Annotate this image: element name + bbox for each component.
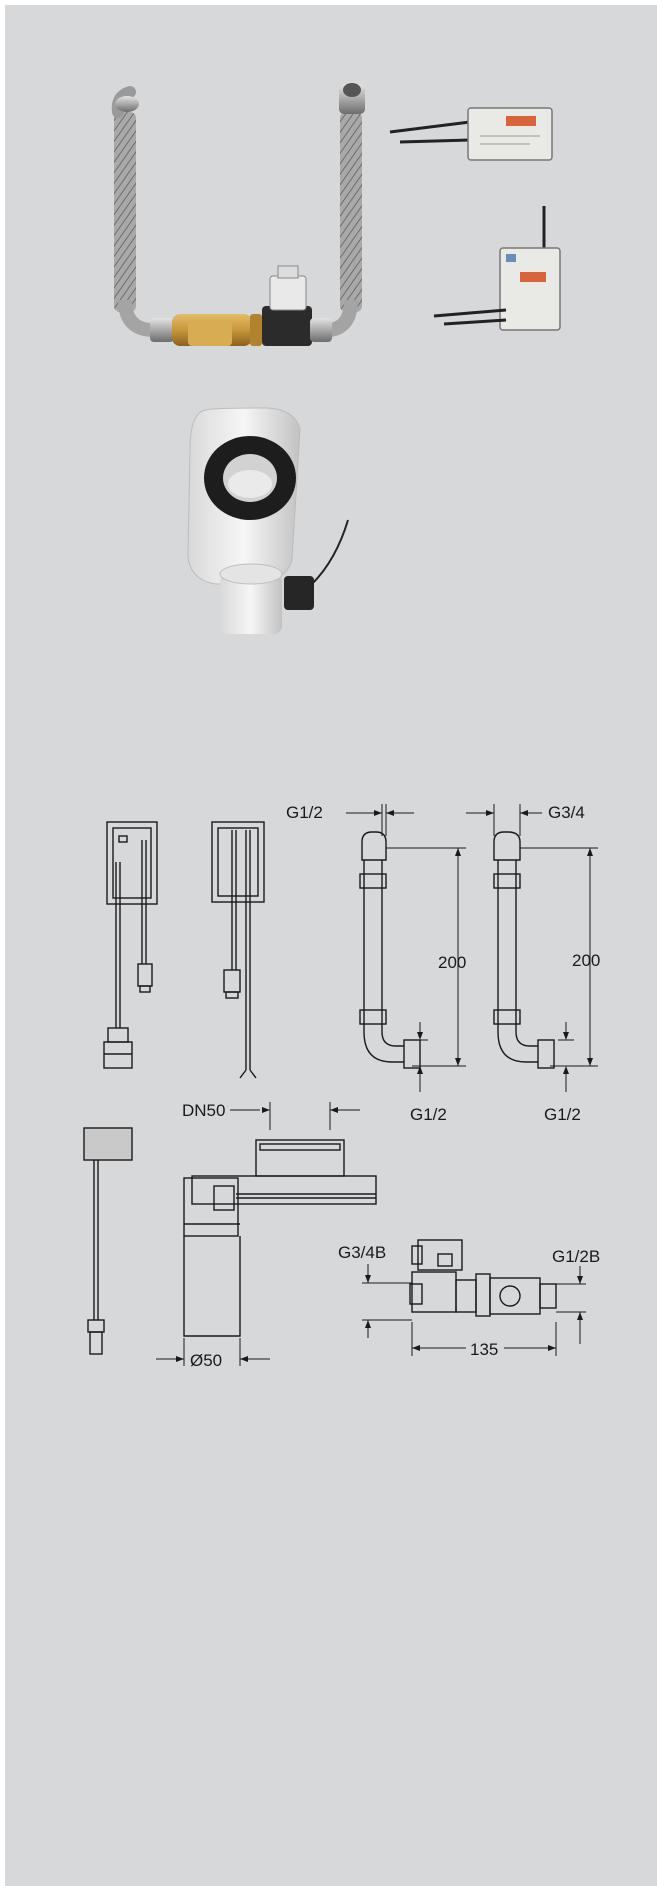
label-bottom-thread-right: G1/2: [544, 1105, 581, 1124]
label-valve-inlet: G3/4B: [338, 1243, 386, 1262]
dimension-arrowheads: [176, 810, 593, 1362]
trap-drawing: [183, 1139, 377, 1337]
label-top-thread-left: G1/2: [286, 803, 323, 822]
control-unit-photo-bottom: [433, 206, 561, 331]
label-length-right: 200: [572, 951, 600, 970]
label-valve-length: 135: [470, 1340, 498, 1359]
control-unit-photo-top: [389, 107, 553, 161]
label-bottom-thread-left: G1/2: [410, 1105, 447, 1124]
hose-drawing-g12: [359, 831, 421, 1069]
label-top-thread-right: G3/4: [548, 803, 585, 822]
sensor-module: [284, 576, 314, 610]
electronics-module-drawing: [103, 821, 158, 1069]
dimension-lines-trap: [156, 1102, 360, 1366]
control-box: [499, 247, 561, 331]
braided-hose-left: [114, 112, 136, 312]
solenoid-valve: [262, 306, 312, 346]
label-trap-diameter: Ø50: [190, 1351, 222, 1370]
dimension-lines-g34: [466, 804, 598, 1092]
electronics-module-drawing-2: [211, 821, 265, 1079]
hose-drawing-g34: [493, 831, 555, 1069]
label-valve-outlet: G1/2B: [552, 1247, 600, 1266]
control-box: [467, 107, 553, 161]
hose-valve-assembly-photo: [111, 83, 365, 346]
label-length-left: 200: [438, 953, 466, 972]
sensor-box-drawing: [83, 1127, 133, 1355]
label-trap-outlet: DN50: [182, 1101, 225, 1120]
braided-hose-right: [340, 112, 362, 312]
valve-drawing: [409, 1239, 557, 1317]
siphon-trap-photo: [187, 407, 349, 634]
